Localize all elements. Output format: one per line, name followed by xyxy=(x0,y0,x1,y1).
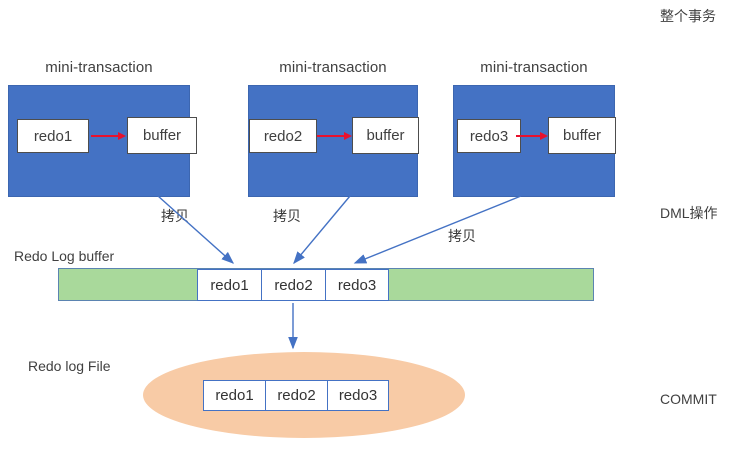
file-cell-redo2: redo2 xyxy=(265,380,328,411)
file-cell-redo1: redo1 xyxy=(203,380,266,411)
buffer-box-2: buffer xyxy=(352,117,419,154)
stage-label-dml-operation: DML操作 xyxy=(660,205,718,221)
mini-transaction-title-3: mini-transaction xyxy=(480,59,588,76)
red-arrow-head-2 xyxy=(344,131,352,140)
red-arrow-head-1 xyxy=(118,131,126,140)
copy-label-1: 拷贝 xyxy=(161,208,189,224)
file-cell-redo3: redo3 xyxy=(327,380,389,411)
buffer-cell-redo3: redo3 xyxy=(325,269,389,301)
redo-box-2: redo2 xyxy=(249,119,317,153)
buffer-box-1: buffer xyxy=(127,117,197,154)
copy-arrow-2 xyxy=(293,195,351,265)
redo-log-buffer-label: Redo Log buffer xyxy=(14,248,115,264)
mini-transaction-title-1: mini-transaction xyxy=(45,59,153,76)
mini-transaction-box-1: redo1 buffer xyxy=(8,85,197,197)
stage-label-whole-transaction: 整个事务 xyxy=(660,8,716,24)
red-arrow-head-3 xyxy=(540,131,548,140)
copy-label-3: 拷贝 xyxy=(448,228,476,244)
buffer-box-3: buffer xyxy=(548,117,616,154)
mini-transaction-box-3: redo3 buffer xyxy=(453,85,616,197)
red-arrow-line-3 xyxy=(516,135,542,137)
red-arrow-line-1 xyxy=(91,135,120,137)
mini-transaction-box-2: redo2 buffer xyxy=(248,85,419,197)
mini-transaction-title-2: mini-transaction xyxy=(279,59,387,76)
copy-arrow-3 xyxy=(353,195,522,264)
stage-label-commit: COMMIT xyxy=(660,391,717,407)
redo-log-file-label: Redo log File xyxy=(28,358,111,374)
redo-box-3: redo3 xyxy=(457,119,521,153)
buffer-cell-redo2: redo2 xyxy=(261,269,326,301)
copy-label-2: 拷贝 xyxy=(273,208,301,224)
redo-box-1: redo1 xyxy=(17,119,89,153)
buffer-cell-redo1: redo1 xyxy=(197,269,262,301)
red-arrow-line-2 xyxy=(317,135,346,137)
